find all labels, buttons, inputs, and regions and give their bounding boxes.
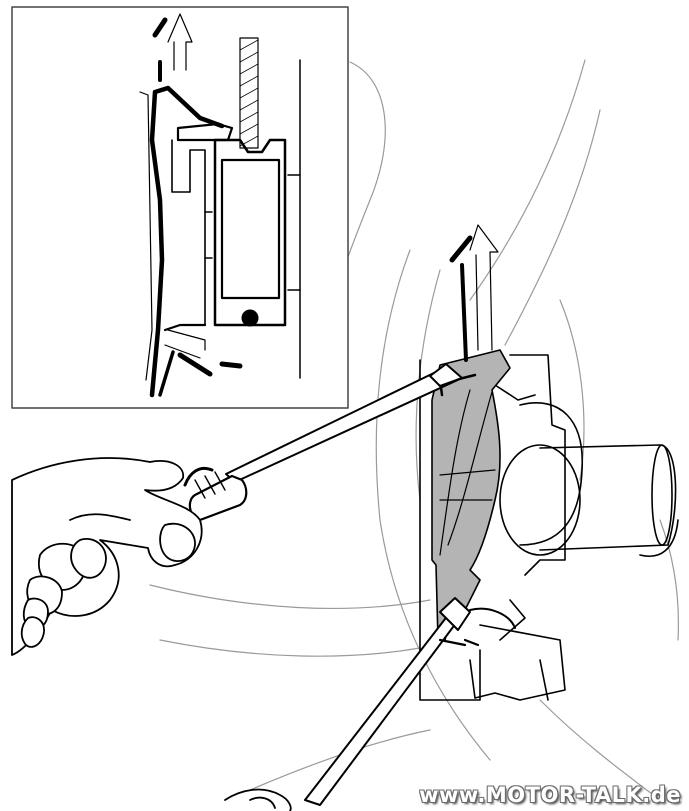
- screwdriver-icon: [224, 597, 516, 811]
- hand-icon: [11, 457, 203, 656]
- screwdriver-icon: [183, 363, 463, 522]
- arrow-left-icon: [158, 329, 243, 397]
- watermark: www.MOTOR-TALK.de: [419, 783, 681, 807]
- inset-frame: [11, 6, 349, 409]
- brake-pad: [431, 349, 511, 641]
- caliper-assembly: [419, 354, 679, 701]
- arrow-up-icon: [449, 224, 499, 362]
- detail-inset: [11, 6, 349, 409]
- arrow-up-icon: [152, 13, 193, 82]
